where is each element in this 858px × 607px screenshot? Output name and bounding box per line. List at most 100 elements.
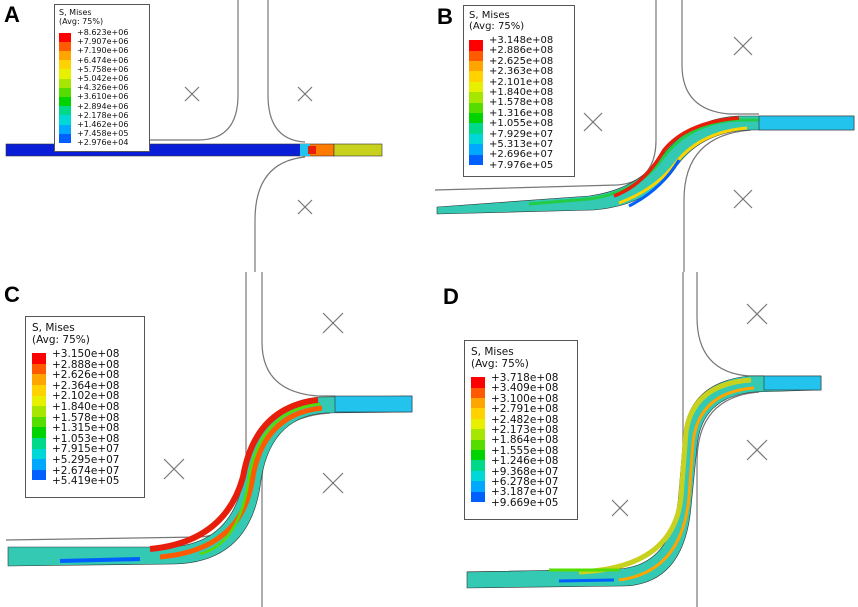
legend-value: +1.578e+08 [52, 411, 120, 424]
legend-row: +5.758e+06 [59, 65, 145, 79]
legend-color-swatch [469, 133, 483, 145]
legend-row: +5.419e+05 [32, 475, 138, 487]
legend-color-swatch [59, 106, 71, 116]
legend-value: +2.888e+08 [52, 358, 120, 371]
legend-row: +9.669e+05 [471, 497, 571, 509]
legend-row: +1.578e+08 [32, 411, 138, 428]
legend-color-swatch [59, 50, 71, 61]
strip-blue-section [5, 143, 305, 157]
legend-value: +5.313e+07 [489, 139, 554, 150]
legend-color-swatch [471, 491, 485, 502]
legend-title: S, Mises [471, 346, 514, 358]
legend-title: S, Mises [59, 8, 92, 17]
legend-color-swatch [59, 115, 71, 125]
legend-value: +2.626e+08 [52, 369, 120, 382]
legend-color-swatch [469, 71, 483, 82]
legend-row: +2.101e+08 [469, 77, 569, 93]
legend-value: +4.326e+06 [77, 83, 129, 93]
legend-scale: +3.150e+08+2.888e+08+2.626e+08+2.364e+08… [32, 348, 138, 487]
strip-red-band-outer [149, 397, 319, 552]
strip-green-band [528, 118, 759, 206]
legend-scale: +3.148e+08+2.886e+08+2.625e+08+2.363e+08… [469, 35, 569, 171]
strip-right-section [334, 395, 413, 413]
legend-color-swatch [471, 387, 485, 398]
strip-right-section [758, 115, 855, 131]
legend-value: +3.100e+08 [491, 392, 559, 405]
legend-color-swatch [471, 470, 485, 482]
legend-row: +1.462e+06 [59, 120, 145, 134]
legend-value: +7.915e+07 [52, 443, 120, 456]
strip-orange-band [159, 405, 323, 560]
legend-value: +2.976e+04 [77, 138, 129, 148]
legend-value: +3.409e+08 [491, 382, 559, 395]
legend-row: +2.102e+08 [32, 390, 138, 407]
cross-marker [184, 86, 200, 102]
upper-right-die-outline [681, 0, 759, 115]
legend-color-swatch [471, 397, 485, 409]
legend-row: +3.187e+07 [471, 486, 571, 502]
legend-value: +6.278e+07 [491, 476, 559, 488]
legend-value: +1.578e+08 [489, 97, 554, 109]
cross-marker [746, 303, 768, 325]
legend-color-swatch [469, 112, 483, 124]
legend-color-swatch [469, 102, 483, 113]
legend-row: +7.458e+05 [59, 129, 145, 143]
legend-row: +2.976e+04 [59, 138, 145, 147]
legend-color-swatch [32, 406, 46, 417]
cross-marker [297, 86, 313, 102]
legend-color-swatch [32, 469, 46, 481]
legend-row: +1.578e+08 [469, 97, 569, 113]
legend-color-swatch [471, 418, 485, 430]
legend-row: +7.907e+06 [59, 37, 145, 51]
legend-title: S, Mises [32, 322, 75, 334]
panel-d: D S, Mises (Avg: 75%) +3.718e+08+3.409e+… [429, 272, 858, 607]
legend-value: +2.696e+07 [489, 149, 554, 161]
legend-row: +1.555e+08 [471, 445, 571, 461]
legend-row: +1.053e+08 [32, 433, 138, 449]
legend-row: +2.482e+08 [471, 413, 571, 430]
legend-color-swatch [32, 448, 46, 460]
stress-legend: S, Mises (Avg: 75%) +8.623e+06+7.907e+06… [54, 4, 150, 152]
legend-value: +5.042e+06 [77, 74, 129, 83]
upper-right-die-outline [696, 272, 764, 377]
cross-marker [297, 199, 313, 215]
legend-color-swatch [471, 460, 485, 471]
legend-value: +5.295e+07 [52, 454, 120, 466]
legend-row: +2.791e+08 [471, 403, 571, 419]
legend-row: +7.915e+07 [32, 443, 138, 460]
legend-value: +1.864e+08 [491, 434, 559, 447]
legend-row: +7.929e+07 [469, 128, 569, 145]
strip-yellow-section [333, 143, 383, 157]
legend-averaging: (Avg: 75%) [32, 334, 90, 346]
panel-c: C S, Mises (Avg: 75%) +3.150e+08+2.888e+… [0, 272, 429, 607]
legend-value: +7.907e+06 [77, 37, 129, 47]
legend-color-swatch [59, 41, 71, 51]
legend-row: +5.295e+07 [32, 454, 138, 470]
legend-value: +2.482e+08 [491, 413, 559, 426]
legend-color-swatch [59, 32, 71, 42]
legend-color-swatch [32, 438, 46, 449]
legend-row: +3.610e+06 [59, 92, 145, 107]
legend-color-swatch [471, 481, 485, 492]
legend-row: +2.364e+08 [32, 380, 138, 396]
legend-row: +2.894e+06 [59, 102, 145, 116]
legend-averaging: (Avg: 75%) [471, 358, 529, 370]
cross-marker [733, 36, 753, 56]
legend-averaging: (Avg: 75%) [59, 17, 104, 26]
strip-blue-band [558, 578, 615, 583]
legend-averaging: (Avg: 75%) [469, 21, 525, 32]
panel-c-drawing [5, 272, 413, 607]
panel-a: A S, Mises (Avg: 75%) +8.623e+06+7.907e+… [0, 0, 429, 272]
legend-row: +1.840e+08 [469, 87, 569, 103]
legend-value: +2.791e+08 [491, 403, 559, 416]
legend-value: +2.625e+08 [489, 55, 554, 67]
stress-legend: S, Mises (Avg: 75%) +3.718e+08+3.409e+08… [464, 340, 578, 520]
legend-row: +2.626e+08 [32, 369, 138, 386]
legend-row: +2.625e+08 [469, 55, 569, 72]
cross-marker [611, 499, 629, 517]
upper-die-right-outline [267, 0, 306, 143]
legend-value: +7.929e+07 [489, 128, 554, 140]
legend-value: +3.718e+08 [491, 372, 559, 384]
legend-color-swatch [32, 459, 46, 470]
strip-hotspot [308, 146, 316, 154]
